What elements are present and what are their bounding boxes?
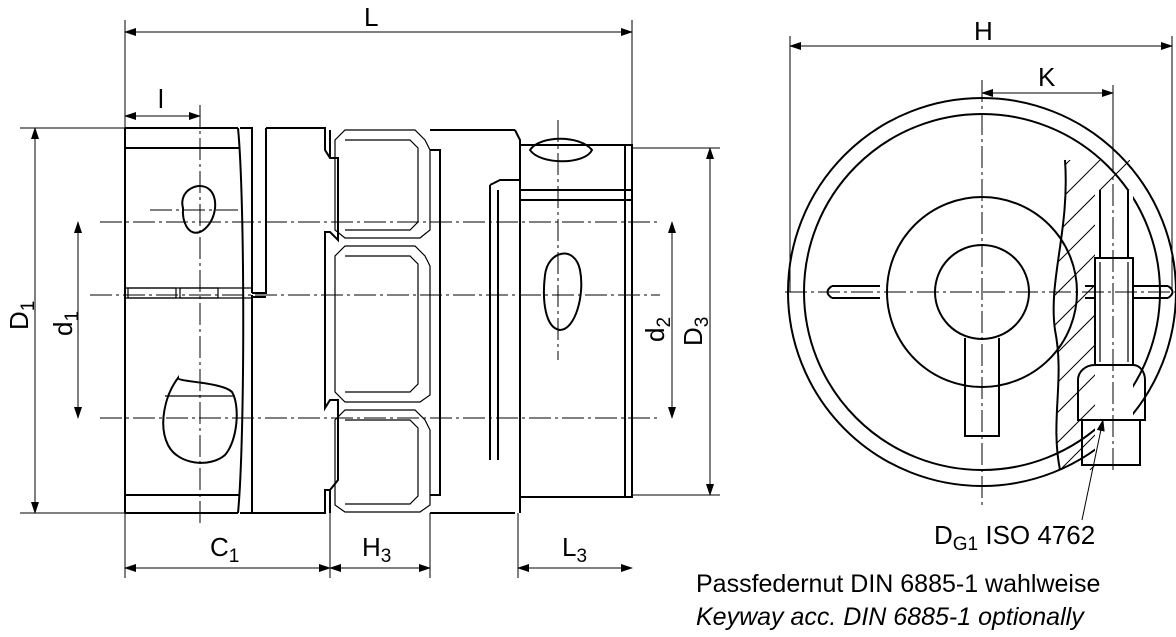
spider-jaws (252, 127, 515, 514)
label-l: l (158, 84, 164, 114)
section-hatch (1052, 159, 1130, 471)
label-d1: d1 (48, 311, 83, 336)
front-view: H K DG1 ISO 4762 (785, 16, 1176, 555)
label-D3: D3 (678, 317, 713, 346)
leader-DG1 (1081, 419, 1105, 521)
keyway-note-en: Keyway acc. DIN 6885-1 optionally (696, 603, 1084, 631)
label-H: H (974, 16, 993, 46)
right-hub (489, 129, 633, 513)
label-C1: C1 (210, 532, 239, 567)
label-K: K (1038, 62, 1056, 92)
keyway-note-de: Passfedernut DIN 6885-1 wahlweise (696, 570, 1101, 598)
label-D1: D1 (4, 301, 39, 330)
label-DG1: DG1 ISO 4762 (934, 520, 1095, 555)
label-d2: d2 (640, 317, 675, 342)
left-hub (124, 127, 267, 514)
label-L: L (364, 2, 378, 32)
label-H3: H3 (362, 532, 391, 567)
label-L3: L3 (562, 532, 587, 567)
side-view: L l D1 d1 d2 D3 C1 H3 L3 (4, 2, 720, 578)
